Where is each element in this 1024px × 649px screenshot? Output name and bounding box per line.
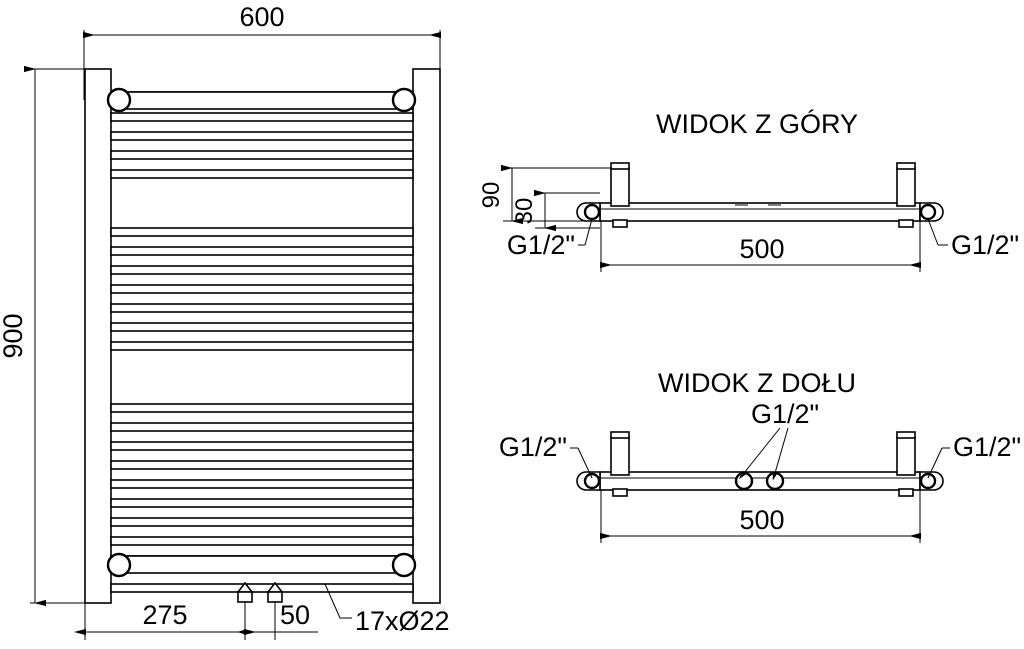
dimension-30: 30: [511, 189, 600, 232]
bottom-view-center-port-label: G1/2": [751, 399, 819, 429]
bottom-view-right-port-label: G1/2": [953, 432, 1021, 462]
dimension-50: 50: [237, 600, 318, 635]
right-collector-post: [412, 68, 441, 604]
bottom-view-left-port: [576, 471, 601, 491]
top-view-right-port-callout: G1/2": [927, 218, 1019, 260]
rail-stack: [110, 91, 414, 565]
front-view-group: 275 50 17xØ22 900 600: [0, 2, 450, 640]
top-view-left-port-label: G1/2": [507, 230, 575, 260]
top-view-right-port: [919, 202, 944, 222]
dimension-275: 275: [74, 600, 256, 640]
bottom-view-group: WIDOK Z DOŁU: [499, 368, 1021, 543]
bottom-view-right-port-callout: G1/2": [927, 432, 1021, 479]
bottom-view-tube: [599, 471, 921, 491]
bottom-view-center-ports: [734, 471, 785, 491]
bottom-view-left-port-label: G1/2": [499, 432, 567, 462]
dimension-30-label: 30: [511, 198, 538, 225]
dimension-600-label: 600: [239, 2, 284, 32]
dimension-90-label: 90: [478, 182, 505, 209]
top-view-title: WIDOK Z GÓRY: [656, 108, 858, 139]
top-view-dimension-500-label: 500: [739, 234, 784, 264]
top-view-tube: [599, 202, 921, 222]
top-view-group: WIDOK Z GÓRY: [478, 108, 1019, 272]
left-collector-post: [84, 68, 112, 604]
dimension-275-label: 275: [142, 600, 187, 630]
bottom-view-left-port-callout: G1/2": [499, 432, 593, 479]
top-view-left-port: [576, 202, 601, 222]
bottom-view-right-riser: [896, 431, 916, 497]
top-view-left-riser: [610, 162, 630, 228]
width-dimension-600: [83, 30, 441, 100]
callout-17x22: 17xØ22: [324, 583, 450, 636]
bottom-view-left-riser: [610, 431, 630, 497]
dimension-90: 90: [478, 164, 612, 225]
bottom-view-right-port: [919, 471, 944, 491]
bottom-view-dimension-500: 500: [600, 490, 921, 543]
bottom-view-title: WIDOK Z DOŁU: [658, 368, 856, 398]
dimension-900-label: 900: [0, 313, 28, 358]
top-crossbar: [106, 87, 417, 113]
top-view-left-port-callout: G1/2": [507, 218, 593, 260]
top-view-right-riser: [896, 162, 916, 228]
bottom-view-dimension-500-label: 500: [739, 505, 784, 535]
top-view-dimension-500: 500: [600, 221, 921, 272]
bottom-view-center-port-callout: G1/2": [739, 399, 819, 481]
bottom-crossbar: [106, 552, 417, 578]
top-view-right-port-label: G1/2": [951, 230, 1019, 260]
dimension-50-label: 50: [280, 600, 310, 630]
callout-17x22-label: 17xØ22: [355, 606, 450, 636]
radiator-body: [84, 68, 441, 604]
